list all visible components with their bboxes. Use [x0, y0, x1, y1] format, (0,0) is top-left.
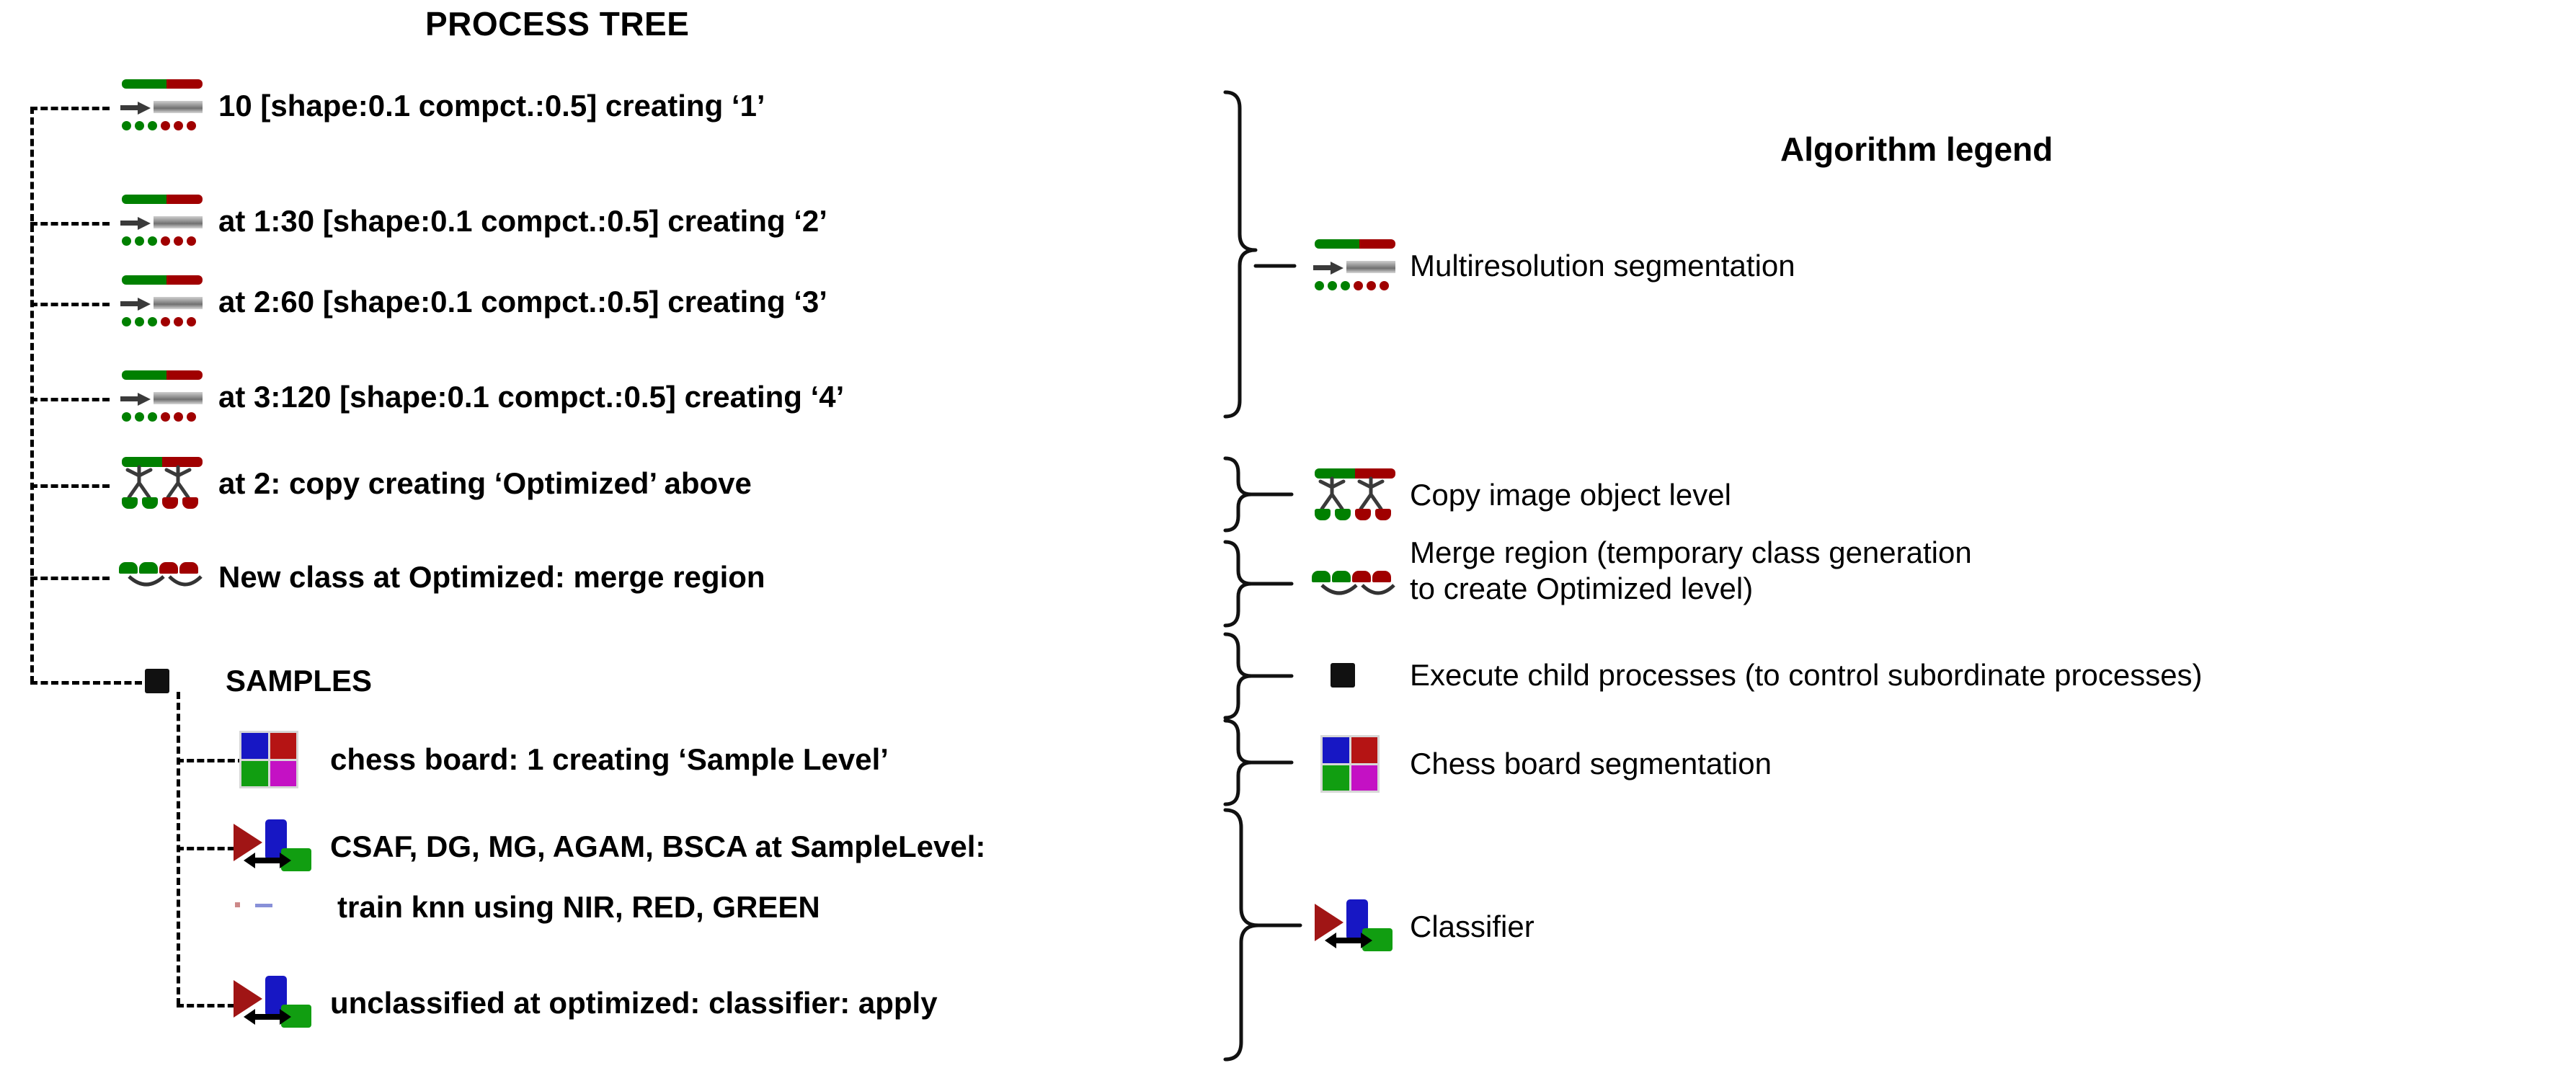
multiresolution-segmentation-icon — [112, 193, 205, 249]
legend-item[interactable]: Classifier — [1305, 897, 1535, 957]
legend-item[interactable]: Execute child processes (to control subo… — [1305, 657, 2203, 693]
legend-item-label-wrap: Merge region (temporary class generation… — [1410, 535, 1972, 606]
legend-title: Algorithm legend — [1780, 130, 2053, 168]
legend-item-label: Multiresolution segmentation — [1410, 249, 1795, 283]
tree-trunk-main — [30, 107, 34, 683]
tree-branch-7-samples — [30, 681, 142, 685]
tree-row[interactable]: at 2: copy creating ‘Optimized’ above — [112, 455, 752, 512]
tiny-marker-icon — [223, 897, 317, 918]
page-title: PROCESS TREE — [425, 5, 690, 43]
tree-row-label: at 1:30 [shape:0.1 compct.:0.5] creating… — [218, 204, 827, 238]
tree-row[interactable]: at 3:120 [shape:0.1 compct.:0.5] creatin… — [112, 369, 844, 425]
legend-item[interactable]: Chess board segmentation — [1305, 734, 1772, 794]
brace-multiresolution — [1223, 90, 1258, 419]
classifier-icon — [1305, 897, 1398, 957]
chess-board-segmentation-icon — [1305, 734, 1398, 794]
brace-chess — [1223, 719, 1253, 806]
tree-row-label: at 3:120 [shape:0.1 compct.:0.5] creatin… — [218, 380, 845, 414]
multiresolution-segmentation-icon — [112, 274, 205, 330]
tree-branch-5 — [30, 484, 110, 488]
tree-row-label: chess board: 1 creating ‘Sample Level’ — [330, 742, 889, 776]
tree-branch-2 — [30, 222, 110, 226]
legend-item-label: Chess board segmentation — [1410, 747, 1772, 781]
legend-item-label: Copy image object level — [1410, 478, 1731, 512]
tree-row[interactable]: train knn using NIR, RED, GREEN — [223, 892, 820, 922]
copy-image-object-level-icon — [1305, 467, 1398, 523]
legend-item-label: Classifier — [1410, 909, 1535, 944]
legend-item[interactable]: Merge region (temporary class generation… — [1305, 535, 1972, 606]
multiresolution-segmentation-icon — [112, 78, 205, 134]
classifier-icon — [223, 973, 317, 1033]
tree-row[interactable]: chess board: 1 creating ‘Sample Level’ — [223, 729, 889, 790]
legend-item-label: Execute child processes (to control subo… — [1410, 658, 2203, 692]
tree-branch-4 — [30, 398, 110, 401]
tree-row-label: unclassified at optimized: classifier: a… — [330, 986, 938, 1020]
brace-merge — [1223, 540, 1253, 628]
brace-copy — [1223, 456, 1253, 533]
tree-row-label: at 2: copy creating ‘Optimized’ above — [218, 466, 752, 500]
tree-branch-11 — [177, 1004, 245, 1007]
tree-row[interactable]: at 1:30 [shape:0.1 compct.:0.5] creating… — [112, 193, 827, 249]
legend-item-label-line2: to create Optimized level) — [1410, 571, 1754, 605]
legend-item-label-line1: Merge region (temporary class generation — [1410, 535, 1972, 569]
legend-item[interactable]: Copy image object level — [1305, 467, 1731, 523]
tree-branch-9 — [177, 847, 245, 850]
tree-row[interactable]: CSAF, DG, MG, AGAM, BSCA at SampleLevel: — [223, 817, 985, 877]
tree-row-label: at 2:60 [shape:0.1 compct.:0.5] creating… — [218, 285, 827, 319]
tree-row[interactable]: New class at Optimized: merge region — [112, 561, 765, 594]
tree-row-label: CSAF, DG, MG, AGAM, BSCA at SampleLevel: — [330, 829, 986, 863]
tree-row[interactable]: SAMPLES — [119, 664, 372, 698]
tree-row[interactable]: 10 [shape:0.1 compct.:0.5] creating ‘1’ — [112, 78, 765, 134]
tree-row[interactable]: at 2:60 [shape:0.1 compct.:0.5] creating… — [112, 274, 827, 330]
classifier-icon — [223, 817, 317, 877]
tree-branch-1 — [30, 107, 110, 110]
merge-region-icon — [1305, 569, 1398, 602]
brace-execute — [1223, 632, 1253, 720]
tree-row-label: SAMPLES — [226, 664, 373, 698]
tree-branch-8 — [177, 759, 245, 762]
copy-image-object-level-icon — [112, 455, 205, 512]
tree-branch-6 — [30, 577, 110, 580]
tree-row-label: New class at Optimized: merge region — [218, 560, 765, 594]
tree-row[interactable]: unclassified at optimized: classifier: a… — [223, 973, 938, 1033]
merge-region-icon — [112, 561, 205, 594]
multiresolution-segmentation-icon — [112, 369, 205, 425]
multiresolution-segmentation-icon — [1305, 238, 1398, 294]
tree-row-label: 10 [shape:0.1 compct.:0.5] creating ‘1’ — [218, 89, 765, 123]
tree-branch-3 — [30, 303, 110, 306]
legend-item[interactable]: Multiresolution segmentation — [1305, 238, 1795, 294]
chess-board-segmentation-icon — [223, 729, 317, 790]
execute-child-processes-icon — [1305, 659, 1398, 692]
tree-row-label: train knn using NIR, RED, GREEN — [337, 890, 820, 924]
execute-child-processes-icon — [119, 664, 213, 698]
brace-classifier — [1223, 808, 1261, 1062]
